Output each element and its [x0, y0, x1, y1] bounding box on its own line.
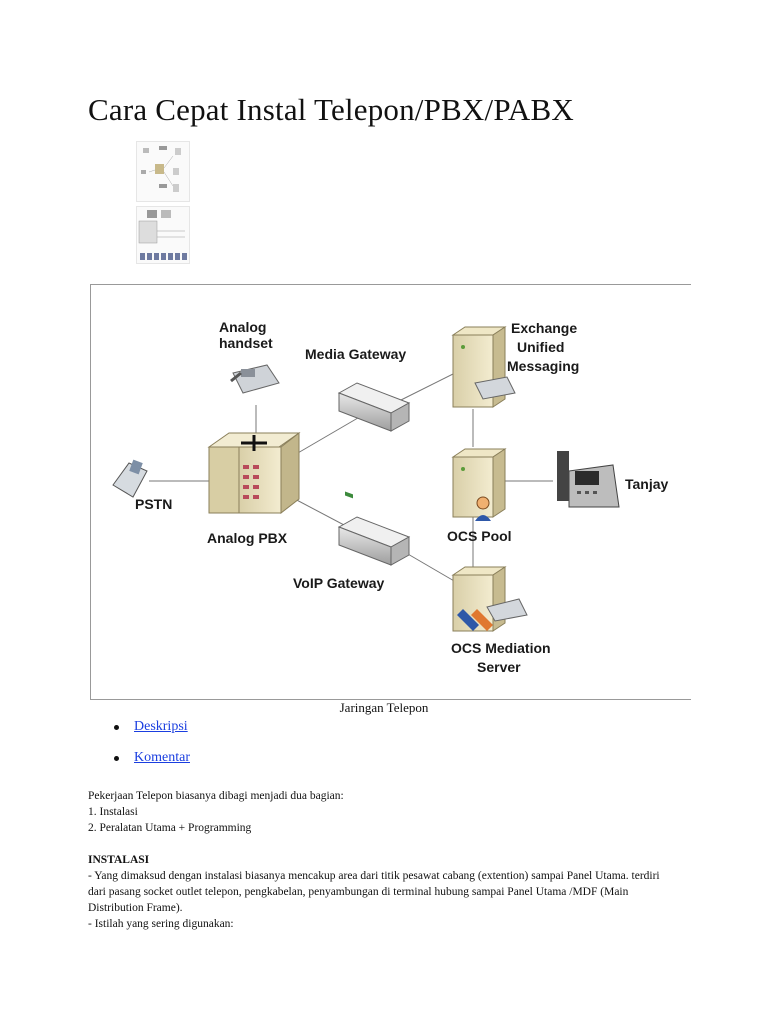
list-item-instalasi: 1. Instalasi — [88, 806, 138, 818]
analog-handset-icon — [230, 364, 280, 394]
thumbnail-network-diagram[interactable] — [136, 141, 190, 202]
tanjay-phone-icon — [557, 451, 620, 508]
intro-text: Pekerjaan Telepon biasanya dibagi menjad… — [88, 790, 344, 802]
exchange-server-icon — [451, 326, 516, 408]
label-tanjay: Tanjay — [625, 476, 669, 492]
paragraph-istilah: - Istilah yang sering digunakan: — [88, 918, 234, 930]
label-voip-gateway: VoIP Gateway — [293, 575, 385, 591]
paragraph-instalasi: - Yang dimaksud dengan instalasi biasany… — [88, 870, 660, 914]
label-ocs-pool: OCS Pool — [447, 528, 512, 544]
label-exchange-2: Unified — [517, 339, 564, 355]
page-title: Cara Cepat Instal Telepon/PBX/PABX — [88, 92, 574, 127]
network-diagram: Analog handset Media Gateway Exchange Un… — [90, 284, 691, 700]
tab-deskripsi: Deskripsi — [110, 716, 190, 747]
tab-deskripsi-link[interactable]: Deskripsi — [134, 719, 188, 734]
label-exchange-3: Messaging — [507, 358, 579, 374]
ocs-pool-server-icon — [451, 448, 507, 521]
analog-pbx-icon — [207, 431, 301, 515]
tab-komentar: Komentar — [110, 747, 190, 778]
label-analog-pbx: Analog PBX — [207, 530, 288, 546]
list-item-peralatan: 2. Peralatan Utama + Programming — [88, 822, 252, 834]
article-body: Pekerjaan Telepon biasanya dibagi menjad… — [88, 788, 678, 932]
content-tabs: Deskripsi Komentar — [110, 716, 190, 778]
label-analog-handset: Analog — [219, 319, 266, 335]
label-pstn: PSTN — [135, 496, 172, 512]
voip-gateway-icon — [337, 516, 411, 566]
label-media-gateway: Media Gateway — [305, 346, 406, 362]
ocs-mediation-server-icon — [451, 566, 528, 632]
label-analog-handset-2: handset — [219, 335, 273, 351]
tab-komentar-link[interactable]: Komentar — [134, 750, 190, 765]
pstn-phone-icon — [112, 459, 148, 498]
label-exchange: Exchange — [511, 320, 577, 336]
label-ocs-mediation-2: Server — [477, 659, 521, 675]
section-heading-instalasi: INSTALASI — [88, 854, 150, 866]
thumbnail-wiring-diagram[interactable] — [136, 206, 190, 264]
figure-caption: Jaringan Telepon — [339, 700, 429, 715]
media-gateway-icon — [337, 382, 411, 499]
label-ocs-mediation: OCS Mediation — [451, 640, 551, 656]
